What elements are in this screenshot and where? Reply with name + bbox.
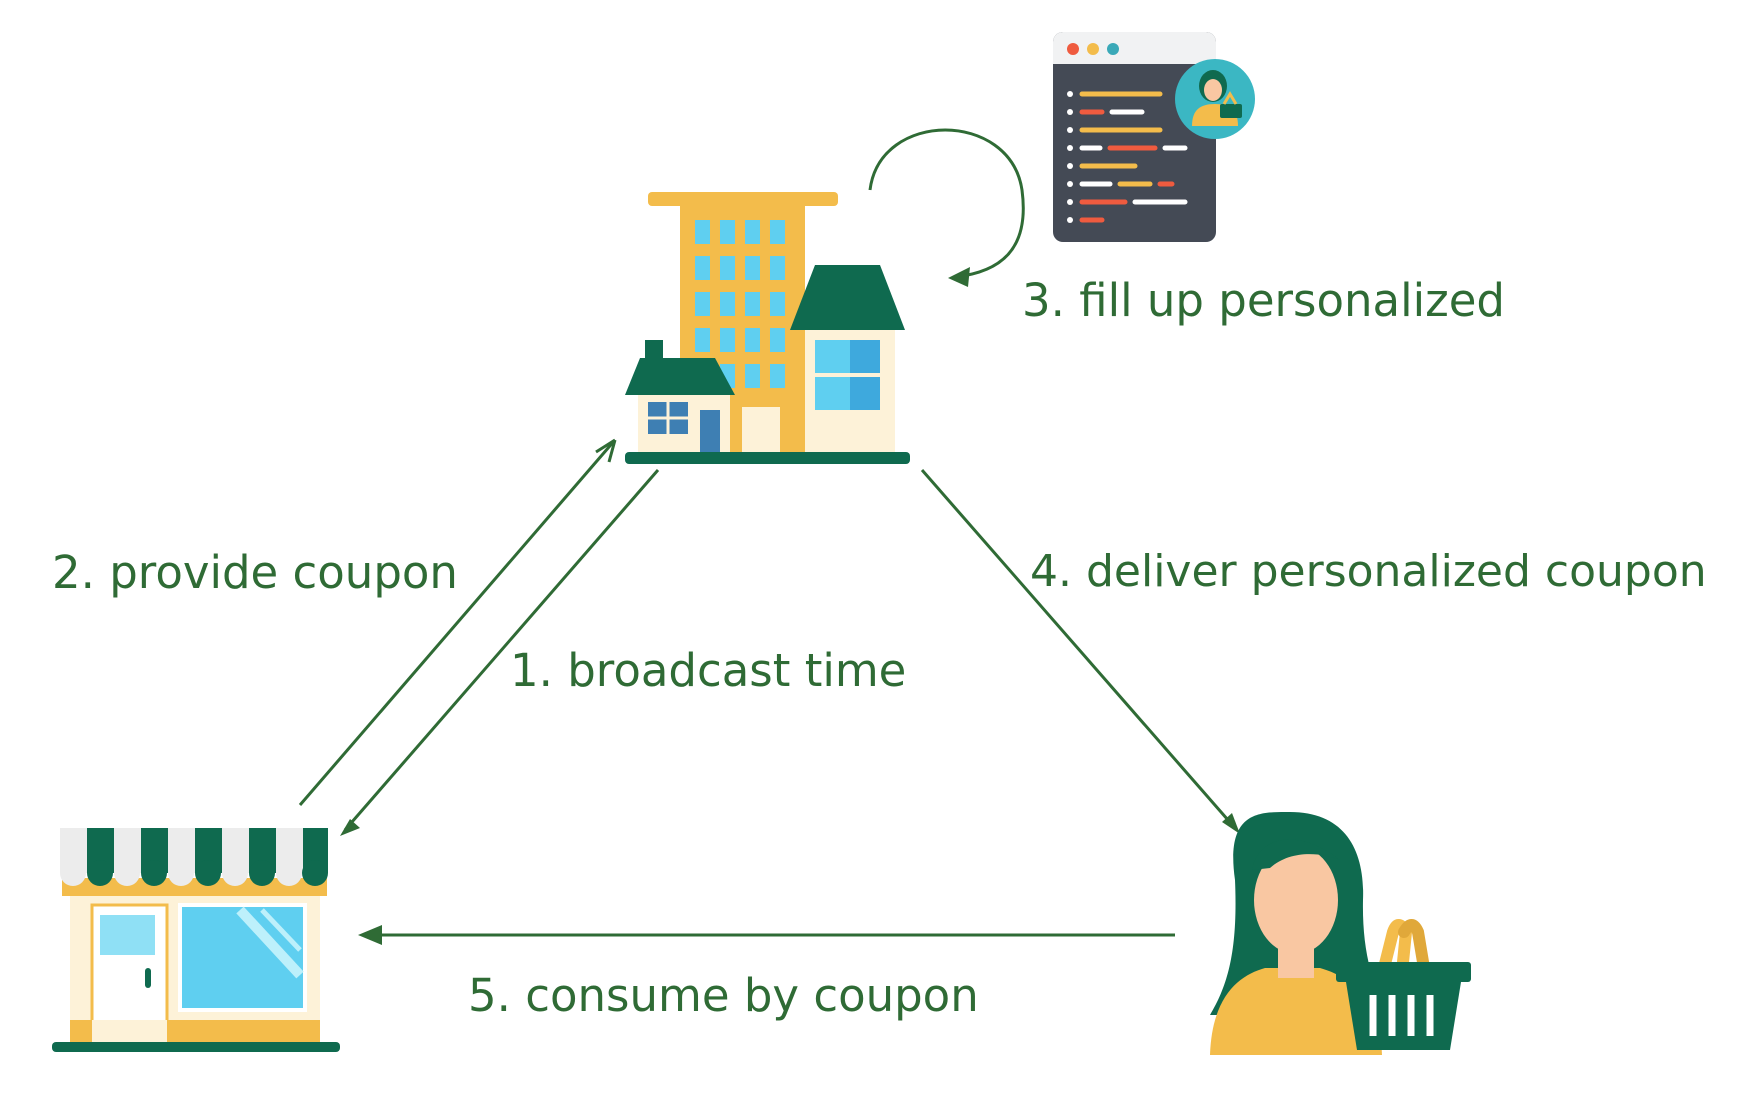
arrow-deliver-personalized-coupon (920, 469, 1240, 834)
personalization-app-window-icon (1053, 32, 1255, 242)
step-consume-by-coupon-label: 5. consume by coupon (468, 969, 979, 1022)
arrow-broadcast-time (340, 469, 660, 836)
step-deliver-personalized-coupon-label: 4. deliver personalized coupon (1030, 546, 1707, 597)
step-broadcast-time-label: 1. broadcast time (510, 644, 907, 697)
step-fill-up-personalized-label: 3. fill up personalized (1022, 274, 1505, 327)
shopper-with-basket-icon (1210, 811, 1471, 1055)
arrow-provide-coupon (298, 438, 617, 806)
storefront-icon (52, 828, 340, 1052)
office-buildings-icon (625, 192, 910, 464)
arrow-consume-by-coupon (358, 925, 1175, 945)
step-provide-coupon-label: 2. provide coupon (52, 546, 458, 599)
arrow-fill-up-loop (868, 128, 1025, 287)
